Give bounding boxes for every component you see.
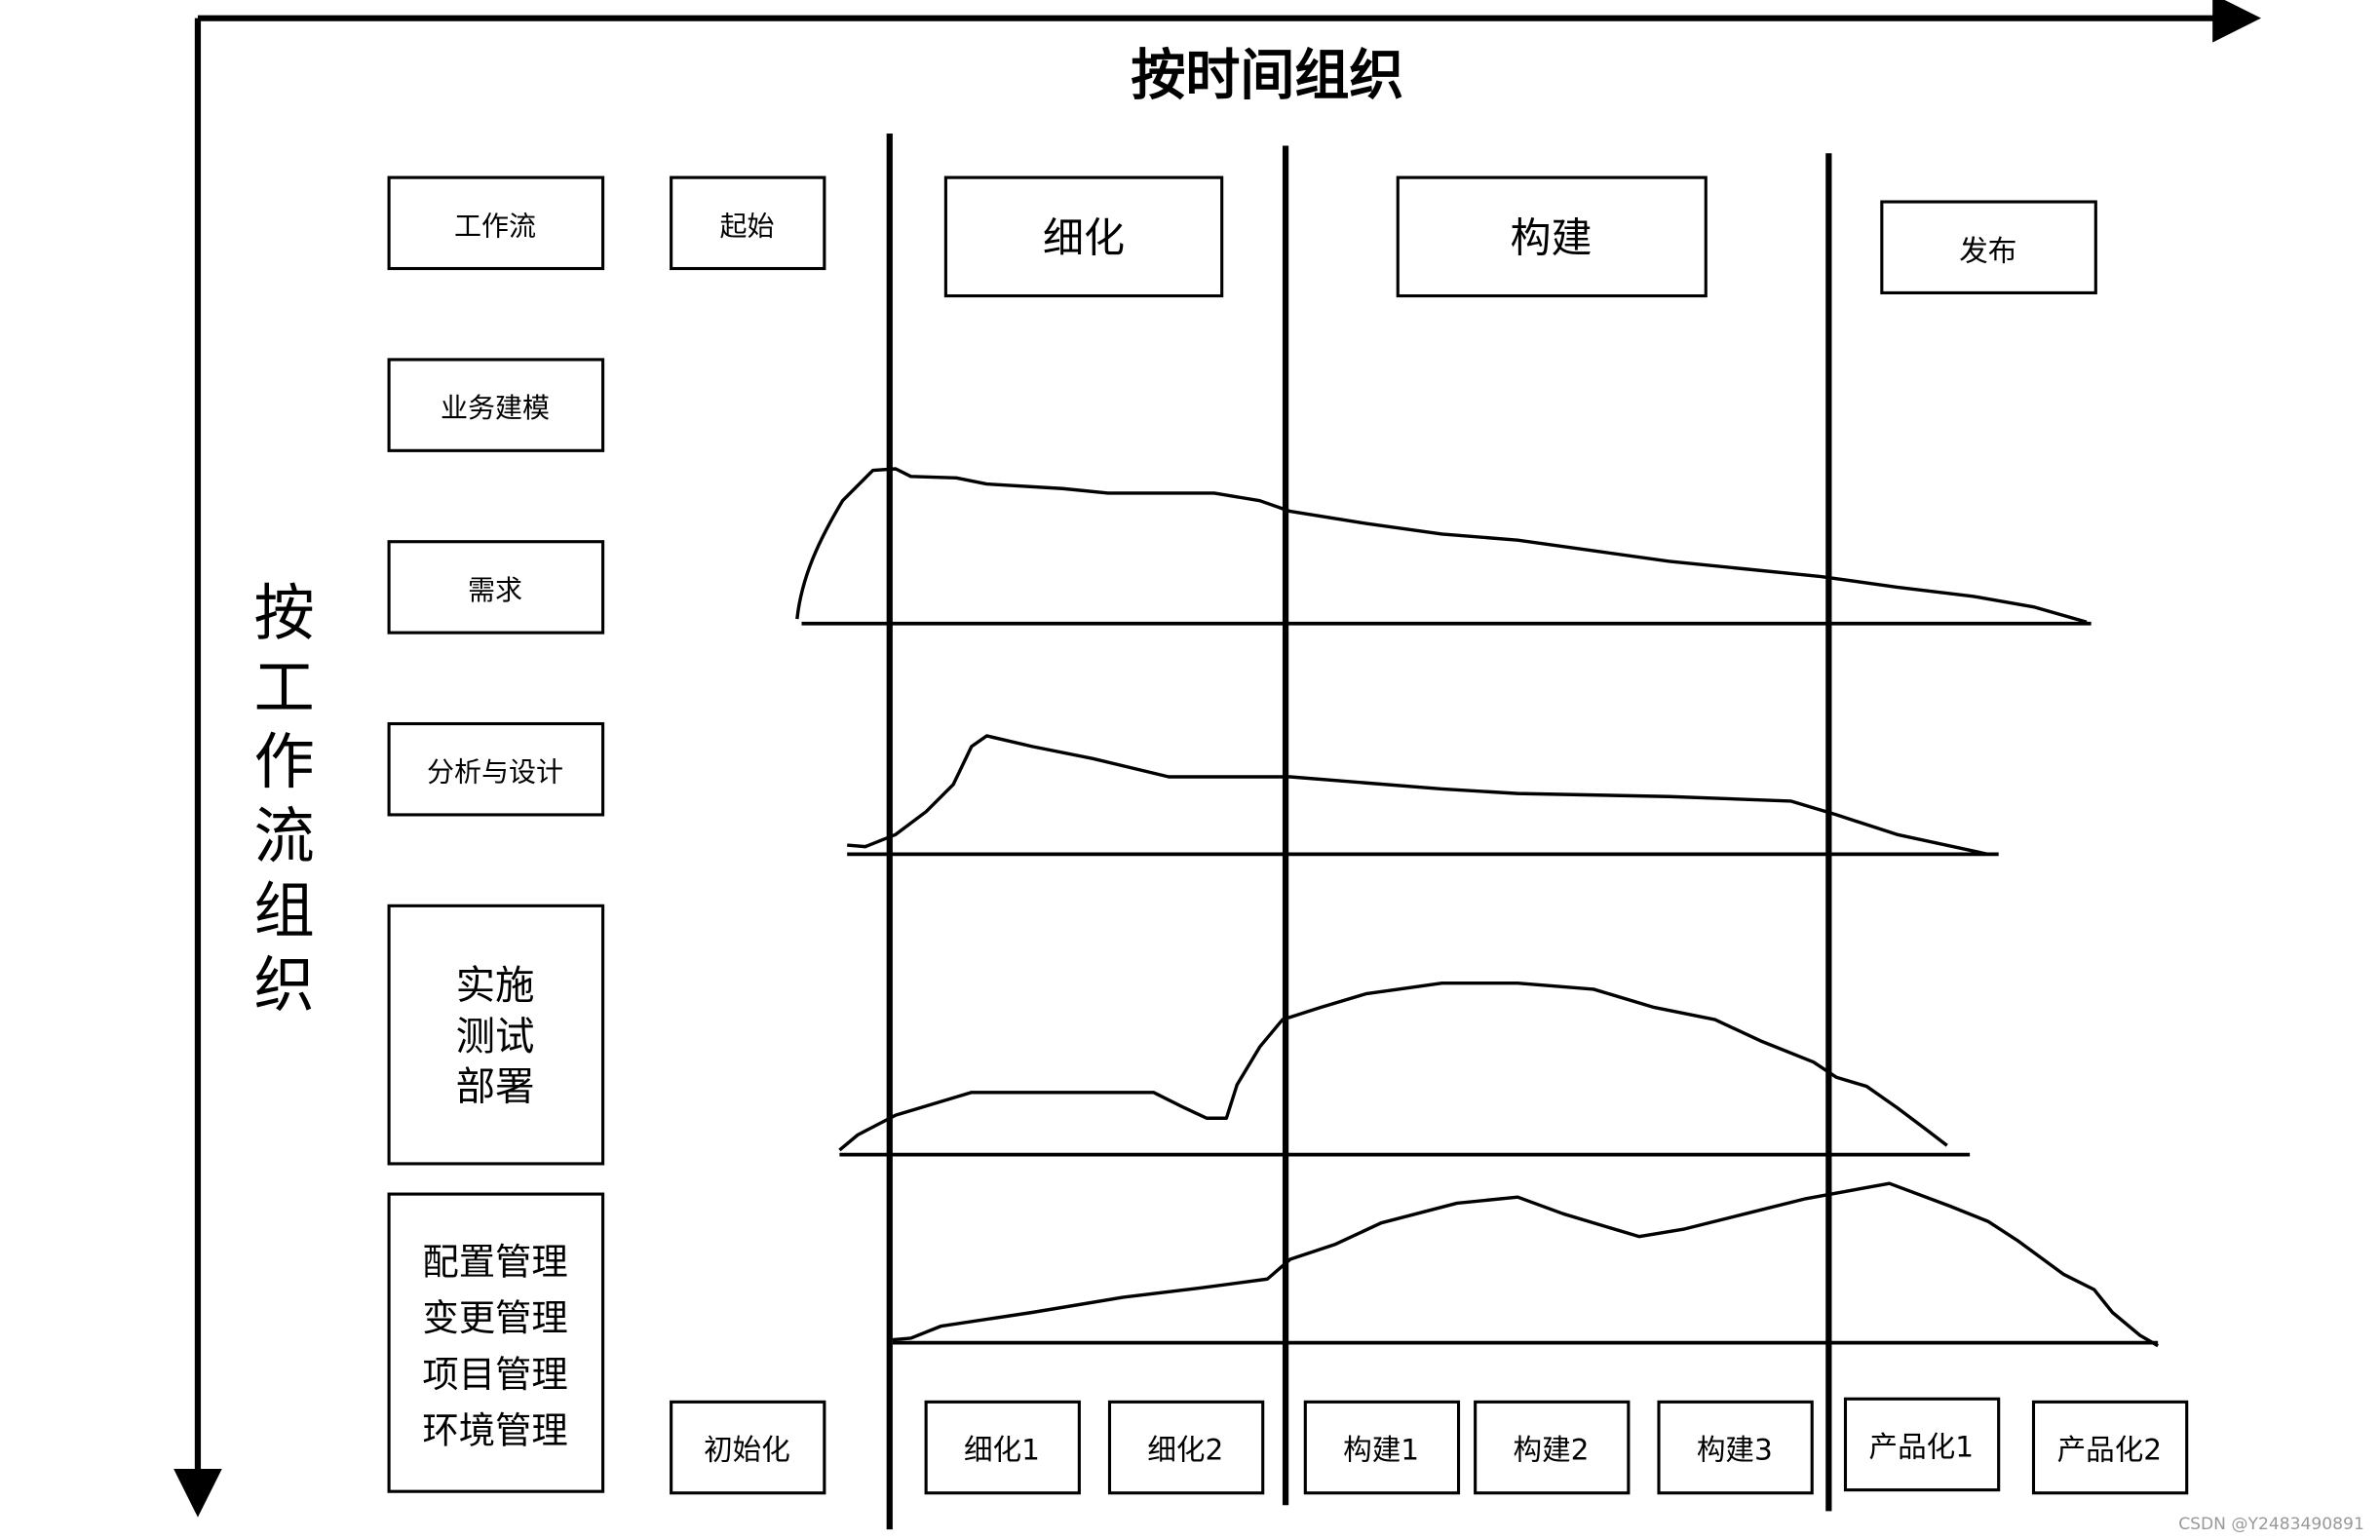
iteration-label: 构建1 [1343,1433,1419,1466]
svg-text:工作流: 工作流 [454,210,536,242]
iteration-box: 细化2 [1107,1400,1265,1495]
workflow-analysis-design: 分析与设计 [387,721,605,817]
svg-text:业务建模: 业务建模 [441,392,550,424]
svg-text:部署: 部署 [456,1063,535,1110]
svg-text:变更管理: 变更管理 [422,1296,567,1339]
svg-text:实施: 实施 [456,961,535,1008]
workflow-supporting: 配置管理 变更管理 项目管理 环境管理 [387,1192,605,1493]
svg-text:起始: 起始 [719,210,774,242]
iteration-label: 产品化1 [1869,1430,1975,1463]
svg-text:测试: 测试 [456,1013,535,1059]
svg-text:环境管理: 环境管理 [422,1408,567,1451]
phase-transition-box: 发布 [1880,200,2097,294]
iteration-label: 产品化2 [2057,1433,2163,1466]
header-workflow-box: 工作流 [387,175,605,271]
svg-text:分析与设计: 分析与设计 [427,756,563,789]
workflow-axis-title: 按工作流组织 [254,578,315,1020]
iteration-box: 产品化2 [2031,1400,2189,1495]
phase-inception-box: 起始 [670,175,826,271]
phase-construction-box: 构建 [1396,175,1708,298]
iteration-box: 构建3 [1657,1400,1814,1495]
svg-text:细化: 细化 [1043,213,1125,261]
workflow-business-modeling: 业务建模 [387,358,605,452]
workflow-implementation: 实施 测试 部署 [387,904,605,1166]
watermark: CSDN @Y2483490891 [2178,1515,2364,1534]
svg-text:发布: 发布 [1959,235,2016,268]
iteration-label: 细化1 [964,1433,1040,1466]
curve-supporting [892,1181,2160,1348]
svg-text:配置管理: 配置管理 [422,1241,567,1284]
iteration-label: 细化2 [1147,1433,1223,1466]
curve-implementation [838,981,1948,1152]
iteration-label: 构建2 [1514,1433,1590,1466]
curve-requirements [795,467,2088,624]
iteration-box: 产品化1 [1843,1397,2001,1492]
iteration-label: 构建3 [1697,1433,1773,1466]
svg-text:构建: 构建 [1510,213,1592,261]
phase-elaboration-box: 细化 [943,175,1224,298]
iteration-box: 细化1 [924,1400,1081,1495]
iteration-box: 初始化 [670,1400,826,1495]
svg-text:需求: 需求 [468,574,522,606]
iteration-label: 初始化 [704,1433,790,1466]
iteration-box: 构建2 [1474,1400,1631,1495]
workflow-requirements: 需求 [387,540,605,635]
iteration-box: 构建1 [1303,1400,1461,1495]
iteration-boxes: 初始化 细化1 细化2 构建1 构建2 构建3 产品化1 产品化2 [670,1397,2189,1495]
curve-analysis-design [847,734,1989,857]
time-axis-title: 按时间组织 [1131,45,1403,108]
svg-text:项目管理: 项目管理 [422,1353,567,1396]
